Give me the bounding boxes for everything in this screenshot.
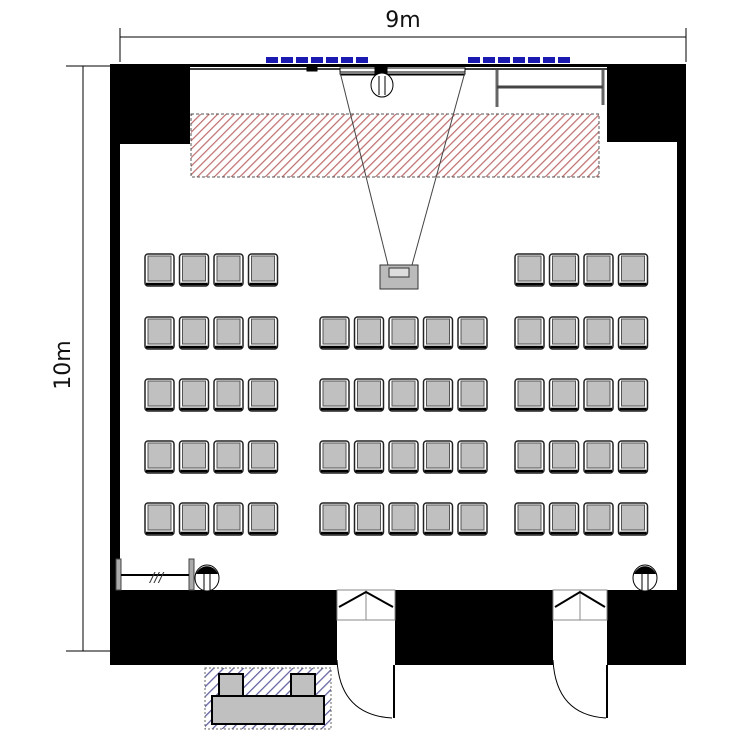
seating — [144, 253, 649, 536]
door-right[interactable] — [552, 589, 608, 719]
chair — [213, 440, 244, 474]
chair — [319, 316, 350, 350]
chair — [583, 253, 614, 287]
chair — [548, 253, 580, 287]
stage-area — [190, 113, 600, 178]
blind-segment — [356, 57, 368, 63]
chair — [319, 378, 350, 412]
chair — [247, 253, 279, 287]
chair — [548, 502, 580, 536]
chair — [457, 440, 488, 474]
blind-segment — [498, 57, 510, 63]
chair — [353, 316, 385, 350]
chair — [617, 502, 649, 536]
door-left[interactable] — [336, 589, 396, 719]
chair — [548, 440, 580, 474]
chair — [457, 316, 488, 350]
light-right-icon — [632, 564, 658, 592]
projector — [379, 264, 419, 290]
chair — [247, 316, 279, 350]
front-wall-fixtures — [190, 65, 607, 107]
blind-segment — [513, 57, 525, 63]
chair — [583, 502, 614, 536]
chair — [617, 316, 649, 350]
reception-desk — [204, 667, 332, 730]
width-label: 9m — [385, 8, 420, 33]
chair — [353, 502, 385, 536]
blind-segment — [281, 57, 293, 63]
chair — [617, 378, 649, 412]
window-blinds — [266, 57, 570, 63]
chair — [388, 440, 419, 474]
chair — [247, 440, 279, 474]
width-dimension: 9m — [119, 8, 687, 62]
chair — [178, 440, 210, 474]
chair — [422, 378, 454, 412]
chair — [617, 440, 649, 474]
light-left-icon — [194, 564, 220, 592]
chair — [457, 502, 488, 536]
chair — [144, 440, 175, 474]
ceiling-light-icon — [370, 72, 394, 98]
walls — [110, 64, 686, 665]
chair — [514, 502, 545, 536]
chair — [353, 378, 385, 412]
blind-segment — [483, 57, 495, 63]
chair — [583, 316, 614, 350]
chair — [548, 378, 580, 412]
projection-cone — [339, 71, 466, 266]
blind-segment — [341, 57, 353, 63]
chair — [319, 440, 350, 474]
chair — [514, 253, 545, 287]
chair — [422, 440, 454, 474]
blind-segment — [326, 57, 338, 63]
chair — [583, 440, 614, 474]
chair — [144, 378, 175, 412]
chair — [353, 440, 385, 474]
blind-segment — [558, 57, 570, 63]
chair — [319, 502, 350, 536]
blind-segment — [543, 57, 555, 63]
chair — [388, 316, 419, 350]
chair — [617, 253, 649, 287]
blind-segment — [468, 57, 480, 63]
chair — [144, 316, 175, 350]
chair — [247, 502, 279, 536]
blind-segment — [296, 57, 308, 63]
chair — [213, 378, 244, 412]
chair — [213, 502, 244, 536]
chair — [457, 378, 488, 412]
coat-rack: /// — [115, 558, 195, 591]
chair — [247, 378, 279, 412]
chair — [514, 316, 545, 350]
chair — [422, 316, 454, 350]
chair — [514, 378, 545, 412]
blind-segment — [528, 57, 540, 63]
depth-dimension: 10m — [51, 65, 112, 652]
chair — [213, 316, 244, 350]
chair — [388, 502, 419, 536]
depth-label: 10m — [51, 340, 76, 389]
svg-text:///: /// — [149, 571, 165, 586]
chair — [514, 440, 545, 474]
chair — [388, 378, 419, 412]
chair — [144, 253, 175, 287]
blind-segment — [311, 57, 323, 63]
chair — [583, 378, 614, 412]
chair — [548, 316, 580, 350]
blind-segment — [266, 57, 278, 63]
chair — [178, 253, 210, 287]
chair — [178, 316, 210, 350]
chair — [178, 502, 210, 536]
chair — [422, 502, 454, 536]
chair — [213, 253, 244, 287]
chair — [178, 378, 210, 412]
chair — [144, 502, 175, 536]
